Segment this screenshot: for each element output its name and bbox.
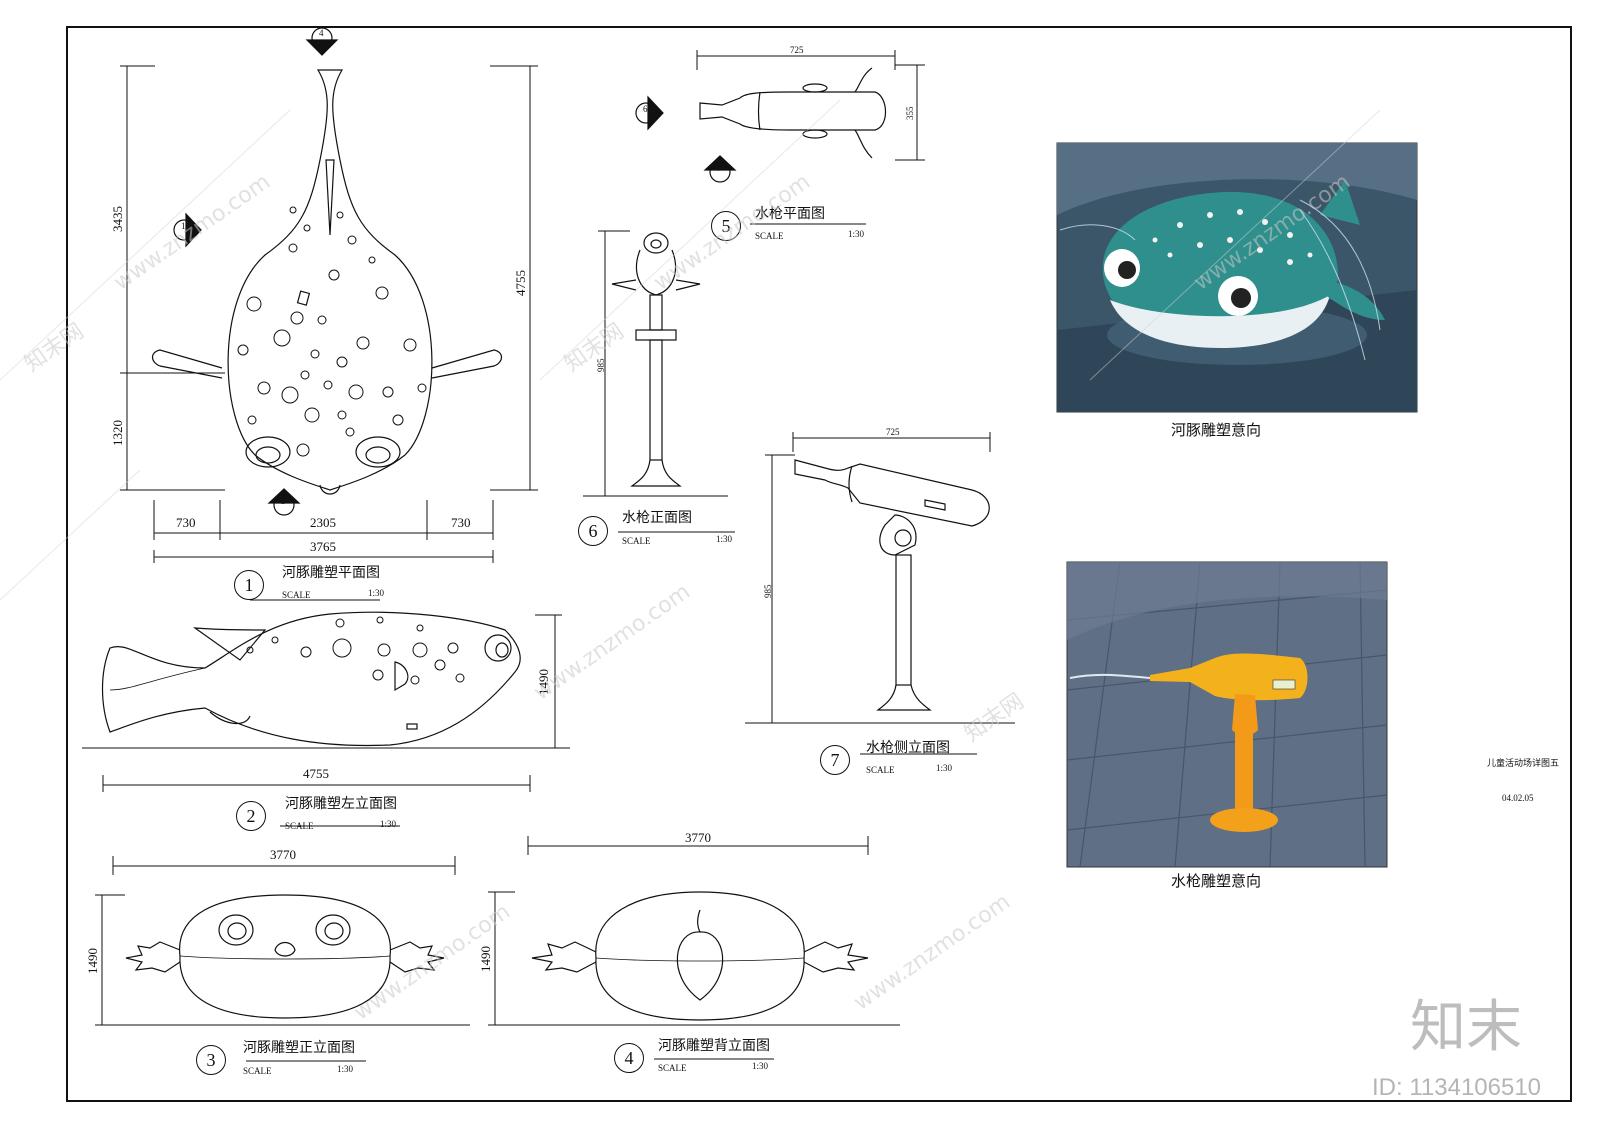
dim-v3-h: 1490 <box>85 948 100 974</box>
dim-v5-h: 355 <box>905 106 915 121</box>
watergun-front-dimensions <box>583 230 735 533</box>
view-scale-2: 1:30 <box>380 819 397 829</box>
watergun-render-photo <box>1066 561 1388 868</box>
view-number-6: 6 <box>578 516 608 546</box>
pufferfish-plan-drawing <box>151 69 503 495</box>
sheet-border <box>66 26 1572 1102</box>
dim-v1-left: 730 <box>176 515 196 530</box>
watergun-side-dimensions <box>745 432 1015 755</box>
view-scale-label-2: SCALE <box>285 821 314 831</box>
view-number-4: 4 <box>614 1043 644 1073</box>
section-marker-7 <box>703 155 737 183</box>
section-marker-6-label: 6 <box>643 104 648 114</box>
view-scale-label-7: SCALE <box>866 765 895 775</box>
view-scale-1: 1:30 <box>368 588 385 598</box>
view-number-2: 2 <box>236 801 266 831</box>
dim-v7-h: 985 <box>763 584 773 599</box>
view-scale-4: 1:30 <box>752 1061 769 1071</box>
dim-v1-total-w: 3765 <box>310 539 336 554</box>
view-number-1: 1 <box>234 570 264 600</box>
view-scale-5: 1:30 <box>848 229 865 239</box>
dim-v4-w: 3770 <box>685 830 711 845</box>
section-marker-7-label: 7 <box>717 163 722 173</box>
sheet-name: 儿童活动场详图五 <box>1487 759 1560 769</box>
watergun-side-drawing <box>794 459 990 711</box>
pufferfish-back-elevation-drawing <box>531 891 869 1021</box>
view-title-2: 河豚雕塑左立面图 <box>285 796 397 812</box>
view-scale-label-6: SCALE <box>622 536 651 546</box>
view-title-6: 水枪正面图 <box>622 510 692 526</box>
dim-v1-total-h: 4755 <box>513 270 528 296</box>
watergun-render-caption: 水枪雕塑意向 <box>1171 872 1262 890</box>
section-marker-1 <box>173 212 202 248</box>
dim-v1-bottom: 1320 <box>110 420 125 446</box>
pufferfish-front-elevation-dimensions <box>95 856 470 1062</box>
view-scale-label-5: SCALE <box>755 231 784 241</box>
section-marker-6 <box>635 95 664 131</box>
dim-v2-w: 4755 <box>303 766 329 781</box>
dim-v1-top: 3435 <box>110 206 125 232</box>
view-number-3: 3 <box>196 1045 226 1075</box>
view-title-7: 水枪侧立面图 <box>866 740 950 756</box>
pufferfish-plan-dimensions <box>120 65 538 601</box>
dim-v5-w: 725 <box>790 45 804 55</box>
view-title-1: 河豚雕塑平面图 <box>282 565 380 581</box>
view-title-5: 水枪平面图 <box>755 206 825 222</box>
view-scale-7: 1:30 <box>936 763 953 773</box>
dim-v3-w: 3770 <box>270 847 296 862</box>
watermark-id: ID: 1134106510 <box>1372 1074 1542 1101</box>
section-marker-1-label: 1 <box>181 221 186 231</box>
view-number-5: 5 <box>711 211 741 241</box>
view-title-3: 河豚雕塑正立面图 <box>243 1040 355 1056</box>
dim-v1-mid: 2305 <box>310 515 336 530</box>
watergun-front-drawing <box>611 232 701 487</box>
view-scale-label-4: SCALE <box>658 1063 687 1073</box>
pufferfish-back-elevation-dimensions <box>488 836 900 1060</box>
view-title-4: 河豚雕塑背立面图 <box>658 1038 770 1054</box>
pufferfish-render-photo <box>1056 142 1418 413</box>
sheet-number: 04.02.05 <box>1502 793 1534 803</box>
view-scale-label-1: SCALE <box>282 590 311 600</box>
pufferfish-left-elevation-drawing <box>101 611 521 747</box>
view-scale-label-3: SCALE <box>243 1066 272 1076</box>
dim-v7-w: 725 <box>886 427 900 437</box>
watermark-diagonal-lines <box>0 99 1381 601</box>
watermark-logo: 知末 <box>1410 995 1522 1060</box>
section-marker-3 <box>267 488 301 516</box>
view-scale-6: 1:30 <box>716 534 733 544</box>
dim-v1-right: 730 <box>451 515 471 530</box>
section-marker-4 <box>305 27 339 56</box>
watergun-plan-dimensions <box>696 50 925 225</box>
pufferfish-left-elevation-dimensions <box>82 614 570 827</box>
pufferfish-front-elevation-drawing <box>125 894 445 1019</box>
section-marker-3-label: 3 <box>281 496 286 506</box>
pufferfish-render-caption: 河豚雕塑意向 <box>1171 421 1262 439</box>
view-number-7: 7 <box>820 745 850 775</box>
view-scale-3: 1:30 <box>337 1064 354 1074</box>
dim-v4-h: 1490 <box>478 946 493 972</box>
section-marker-4-label: 4 <box>319 28 324 38</box>
